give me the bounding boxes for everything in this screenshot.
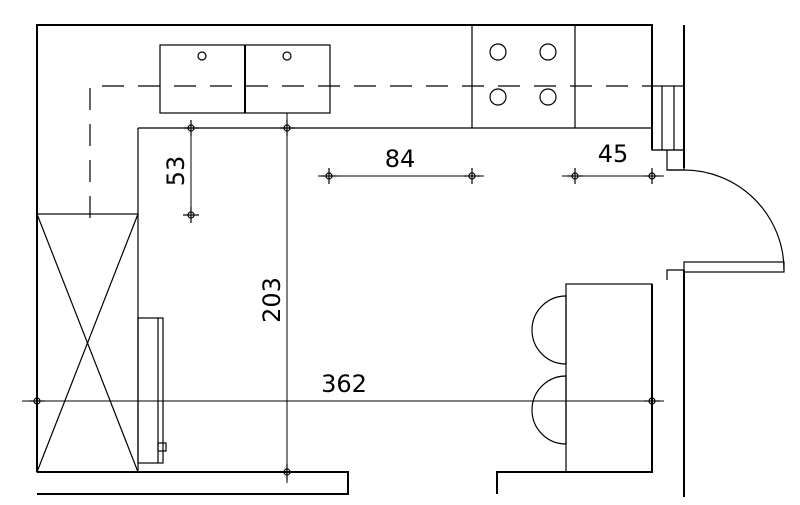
label-door-clearance: 45 [598,140,629,168]
label-room-depth: 203 [258,277,286,323]
dimension-counter-gap: 84 [318,145,484,184]
label-room-width: 362 [321,370,367,398]
dimension-room-width: 362 [22,370,664,409]
stove-burners [489,43,557,106]
dimension-counter-depth: 53 [162,120,199,223]
label-counter-depth: 53 [162,156,190,187]
window-frame [651,85,685,171]
table-with-chairs [531,283,653,473]
dimension-door-clearance: 45 [562,140,664,184]
dimension-room-depth: 203 [258,113,295,483]
door-swing [666,169,785,280]
top-counter [137,25,652,214]
radiator [137,317,167,464]
fridge [36,213,139,473]
label-counter-gap: 84 [385,145,416,173]
walls [36,24,685,497]
double-sink [159,44,331,114]
upper-cabinet-line [89,85,652,218]
outer-wall [36,24,653,472]
bottom-wall-right [496,284,653,494]
bottom-wall-left [37,471,349,495]
